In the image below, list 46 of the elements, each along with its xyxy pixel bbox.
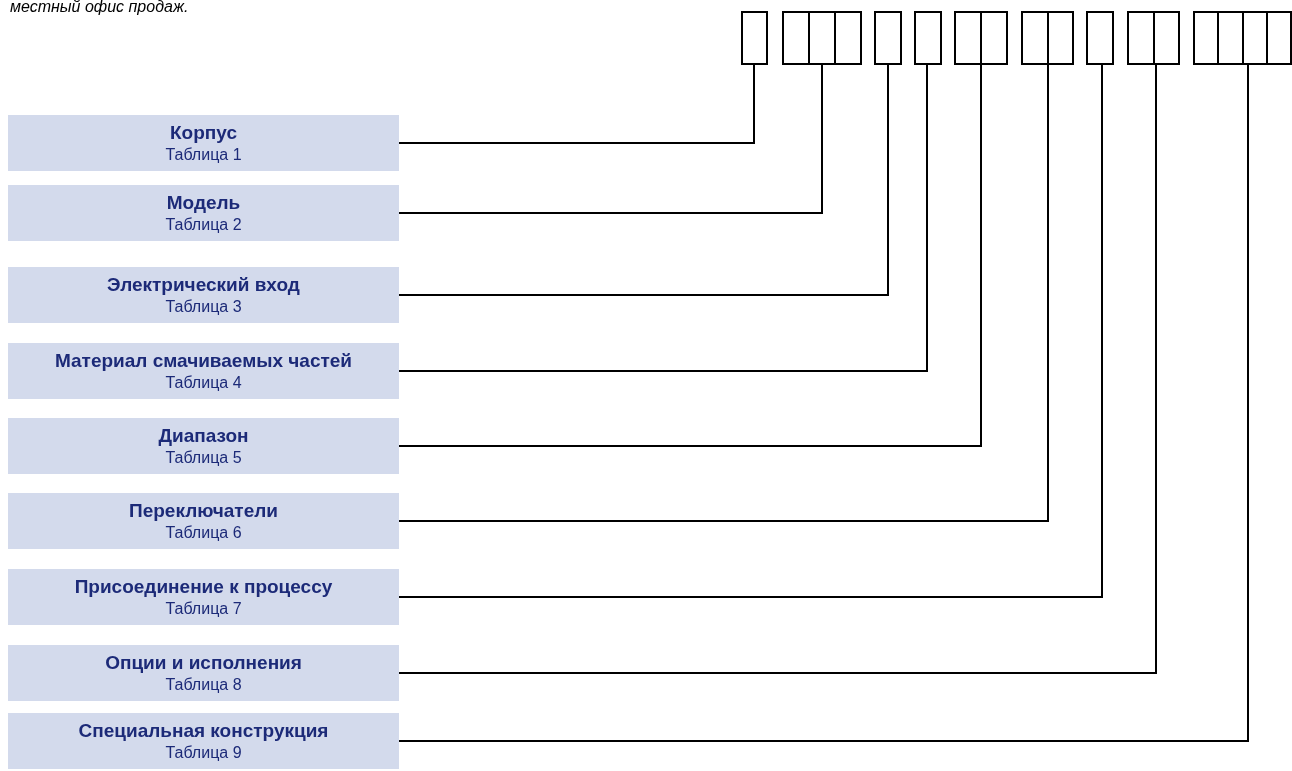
code-box [1193, 11, 1292, 65]
table-card [8, 267, 399, 323]
card-title: Корпус [170, 121, 237, 145]
connector-line [398, 64, 1049, 522]
connector-line [398, 64, 1103, 598]
code-box [954, 11, 1008, 65]
card-subtitle: Таблица 4 [165, 373, 242, 393]
table-card [8, 713, 399, 769]
connector-line [398, 64, 928, 372]
table-card [8, 343, 399, 399]
card-subtitle: Таблица 7 [165, 599, 242, 619]
connector-line [398, 64, 889, 296]
card-title: Модель [166, 191, 241, 215]
card-subtitle: Таблица 9 [165, 743, 242, 763]
connector-line [398, 64, 1157, 674]
card-subtitle: Таблица 8 [165, 675, 242, 695]
connector-line [398, 64, 1249, 742]
code-box [914, 11, 942, 65]
table-card [8, 645, 399, 701]
card-subtitle: Таблица 3 [165, 297, 242, 317]
card-subtitle: Таблица 2 [165, 215, 242, 235]
card-title: Материал смачиваемых частей [54, 349, 352, 373]
card-title: Опции и исполнения [105, 651, 302, 675]
card-title: Электрический вход [107, 273, 300, 297]
card-title: Присоединение к процессу [74, 575, 333, 599]
connector-line [398, 64, 982, 447]
code-box [782, 11, 862, 65]
code-box [1086, 11, 1114, 65]
note-text: местный офис продаж. [10, 0, 189, 16]
code-box [874, 11, 902, 65]
table-card [8, 493, 399, 549]
connector-line [398, 64, 755, 144]
code-box [1127, 11, 1180, 65]
card-subtitle: Таблица 5 [165, 448, 242, 468]
card-subtitle: Таблица 6 [165, 523, 242, 543]
table-card [8, 185, 399, 241]
table-card [8, 418, 399, 474]
card-subtitle: Таблица 1 [165, 145, 242, 165]
code-box [1021, 11, 1074, 65]
card-title: Специальная конструкция [78, 719, 329, 743]
card-title: Переключатели [129, 499, 278, 523]
table-card [8, 569, 399, 625]
connector-line [398, 64, 823, 214]
table-card [8, 115, 399, 171]
card-title: Диапазон [158, 424, 249, 448]
code-box [741, 11, 768, 65]
